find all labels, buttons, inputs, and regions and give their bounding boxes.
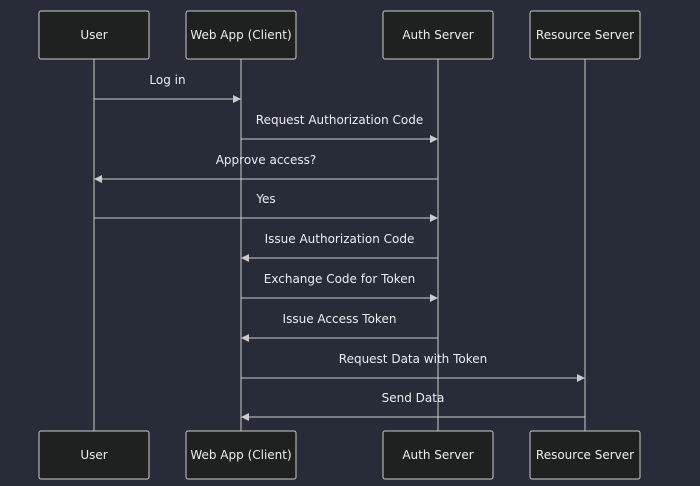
message-label: Request Data with Token — [339, 352, 487, 366]
actor-auth-top[interactable]: Auth Server — [382, 10, 494, 60]
actor-box — [382, 10, 494, 60]
actor-label: User — [80, 448, 107, 462]
actor-label: Web App (Client) — [190, 28, 291, 42]
actor-box — [382, 430, 494, 480]
actors-top: User Web App (Client) Auth Server Resource … — [38, 10, 641, 60]
actor-label: Resource Server — [536, 28, 634, 42]
actor-auth-bottom[interactable]: Auth Server — [382, 430, 494, 480]
message-1: Log in — [94, 73, 241, 103]
message-label: Issue Authorization Code — [265, 232, 415, 246]
actor-box — [185, 430, 297, 480]
actor-user-top[interactable]: User — [38, 10, 150, 60]
actors-bottom: User Web App (Client) Auth Server Resource … — [38, 430, 641, 480]
actor-box — [38, 430, 150, 480]
actor-label: Web App (Client) — [190, 448, 291, 462]
actor-resource-bottom[interactable]: Resource Server — [529, 430, 641, 480]
actor-webapp-top[interactable]: Web App (Client) — [185, 10, 297, 60]
message-label: Exchange Code for Token — [264, 272, 415, 286]
message-label: Yes — [255, 192, 275, 206]
message-label: Send Data — [382, 391, 445, 405]
message-label: Issue Access Token — [283, 312, 397, 326]
message-9: Send Data — [241, 391, 585, 421]
message-3: Approve access? — [94, 153, 438, 183]
actor-box — [38, 10, 150, 60]
actor-user-bottom[interactable]: User — [38, 430, 150, 480]
actor-label: Auth Server — [402, 28, 473, 42]
message-8: Request Data with Token — [241, 352, 585, 382]
actor-label: Resource Server — [536, 448, 634, 462]
message-7: Issue Access Token — [241, 312, 438, 342]
message-5: Issue Authorization Code — [241, 232, 438, 262]
actor-resource-top[interactable]: Resource Server — [529, 10, 641, 60]
messages: Log in Request Authorization CodeApprove … — [94, 73, 585, 421]
actor-webapp-bottom[interactable]: Web App (Client) — [185, 430, 297, 480]
lifelines — [93, 59, 586, 431]
message-6: Exchange Code for Token — [241, 272, 438, 302]
actor-box — [529, 430, 641, 480]
message-label: Log in — [149, 73, 185, 87]
message-label: Request Authorization Code — [256, 113, 423, 127]
actor-label: User — [80, 28, 107, 42]
message-4: Yes — [94, 192, 438, 222]
actor-box — [185, 10, 297, 60]
actor-box — [529, 10, 641, 60]
message-label: Approve access? — [216, 153, 317, 167]
message-2: Request Authorization Code — [241, 113, 438, 143]
actor-label: Auth Server — [402, 448, 473, 462]
